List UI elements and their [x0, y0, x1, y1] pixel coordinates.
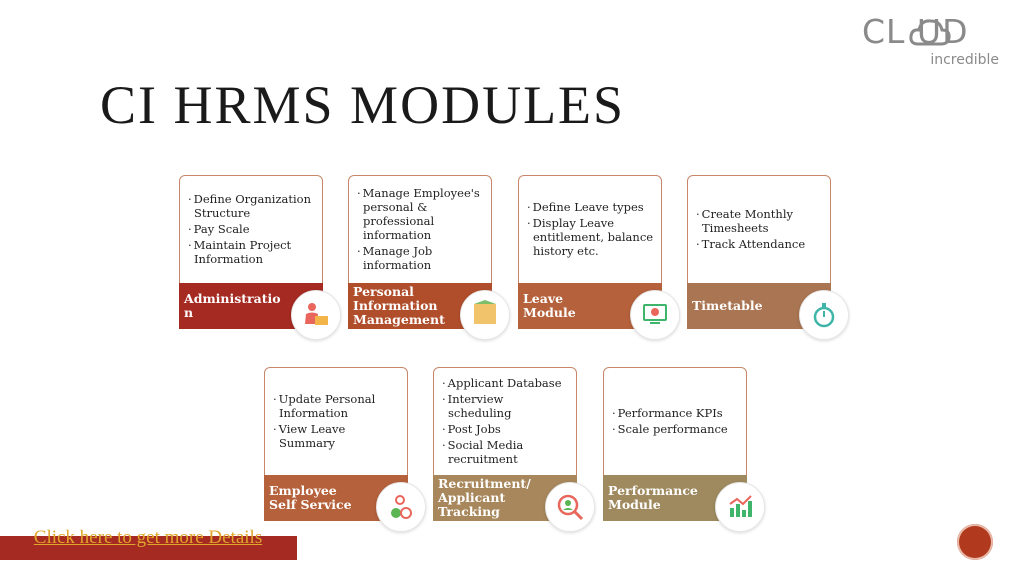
folder-icon [460, 290, 510, 340]
page-title: CI HRMS MODULES [100, 75, 626, 135]
module-card-personal-information: Manage Employee's personal & professiona… [348, 175, 510, 340]
module-card-employee-self-service: Update Personal Information View Leave S… [264, 367, 426, 532]
monitor-chart-icon [630, 290, 680, 340]
stopwatch-icon [799, 290, 849, 340]
list-item: Track Attendance [694, 237, 824, 251]
next-slide-button[interactable] [957, 524, 993, 560]
cloud-incredible-logo: CL UD incredible [862, 12, 1007, 70]
user-search-icon [545, 482, 595, 532]
list-item: Post Jobs [440, 422, 570, 436]
module-items: Performance KPIs Scale performance [610, 368, 740, 476]
module-card-timetable: Create Monthly Timesheets Track Attendan… [687, 175, 849, 340]
bar-chart-icon [715, 482, 765, 532]
list-item: Display Leave entitlement, balance histo… [525, 216, 655, 258]
list-item: Define Leave types [525, 200, 655, 214]
list-item: Manage Employee's personal & professiona… [355, 186, 485, 242]
module-items: Create Monthly Timesheets Track Attendan… [694, 176, 824, 284]
person-folder-icon [291, 290, 341, 340]
module-card-performance: Performance KPIs Scale performance Perfo… [603, 367, 765, 532]
more-details-link[interactable]: Click here to get more Details [33, 527, 263, 548]
module-card-administration: Define Organization Structure Pay Scale … [179, 175, 341, 340]
list-item: Social Media recruitment [440, 438, 570, 466]
list-item: Maintain Project Information [186, 238, 316, 266]
module-label: Personal Information Management [348, 283, 492, 329]
module-card-leave: Define Leave types Display Leave entitle… [518, 175, 680, 340]
list-item: Manage Job information [355, 244, 485, 272]
list-item: Scale performance [610, 422, 740, 436]
list-item: Performance KPIs [610, 406, 740, 420]
module-items: Define Leave types Display Leave entitle… [525, 176, 655, 284]
list-item: Create Monthly Timesheets [694, 207, 824, 235]
module-items: Manage Employee's personal & professiona… [355, 176, 485, 284]
logo-subtitle: incredible [930, 52, 999, 68]
cloud-icon [909, 19, 951, 46]
list-item: Pay Scale [186, 222, 316, 236]
list-item: Define Organization Structure [186, 192, 316, 220]
user-gear-icon [376, 482, 426, 532]
module-items: Update Personal Information View Leave S… [271, 368, 401, 476]
list-item: Update Personal Information [271, 392, 401, 420]
module-items: Applicant Database Interview scheduling … [440, 368, 570, 476]
list-item: Interview scheduling [440, 392, 570, 420]
module-card-recruitment: Applicant Database Interview scheduling … [433, 367, 595, 532]
cta-bar [0, 536, 297, 560]
list-item: View Leave Summary [271, 422, 401, 450]
list-item: Applicant Database [440, 376, 570, 390]
module-items: Define Organization Structure Pay Scale … [186, 176, 316, 284]
